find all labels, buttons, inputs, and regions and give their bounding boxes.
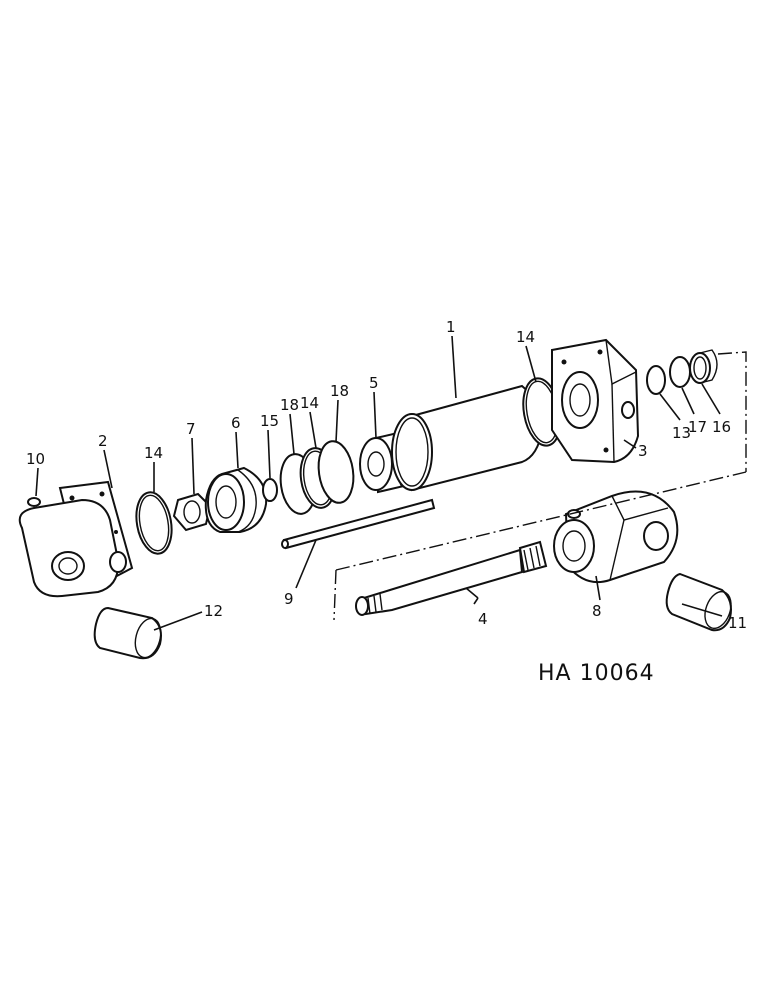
tie-rod	[281, 498, 436, 550]
label-pin-right: 11	[728, 614, 747, 632]
label-wiper-16: 16	[712, 418, 731, 436]
label-rod-end-head: 3	[638, 442, 648, 460]
label-piston: 6	[231, 414, 241, 432]
rod-clevis	[553, 490, 679, 584]
label-nut: 7	[186, 420, 196, 438]
label-o-ring-14-center: 14	[300, 394, 319, 412]
leader-lines	[35, 335, 723, 631]
label-ring-17: 17	[688, 418, 707, 436]
label-rod-clevis: 8	[592, 602, 602, 620]
fitting	[27, 497, 41, 507]
label-tie-rod: 9	[284, 590, 294, 608]
label-base-end-cap: 2	[98, 432, 108, 450]
rod-seal-set	[646, 349, 718, 395]
label-cylinder-tube: 1	[446, 318, 456, 336]
label-o-ring-14-left: 14	[144, 444, 163, 462]
pin-right	[665, 572, 732, 632]
label-backup-ring-18-left: 18	[280, 396, 299, 414]
piston-rod	[355, 540, 548, 616]
label-pin-left: 12	[204, 602, 223, 620]
label-ring-13: 13	[672, 424, 691, 442]
piston	[204, 466, 268, 533]
nut	[172, 492, 212, 532]
ring-set	[279, 440, 355, 515]
rod-end-head	[551, 338, 640, 464]
label-backup-ring-18-right: 18	[330, 382, 349, 400]
cylinder-tube	[391, 384, 544, 492]
label-fitting: 10	[26, 450, 45, 468]
label-o-ring-15: 15	[260, 412, 279, 430]
pin-left	[93, 606, 162, 660]
label-spacer: 5	[369, 374, 379, 392]
assembly-axis-lines	[333, 351, 747, 621]
label-piston-rod: 4	[478, 610, 488, 628]
drawing-code: HA 10064	[538, 661, 655, 686]
o-ring-small	[262, 478, 278, 502]
label-o-ring-14-right: 14	[516, 328, 535, 346]
base-end-cap	[18, 480, 134, 598]
part-labels: 1 2 3 4 5 6 7 8 9 10 11 12 13 14 14 14 1…	[26, 318, 747, 632]
o-ring-left	[135, 491, 173, 555]
